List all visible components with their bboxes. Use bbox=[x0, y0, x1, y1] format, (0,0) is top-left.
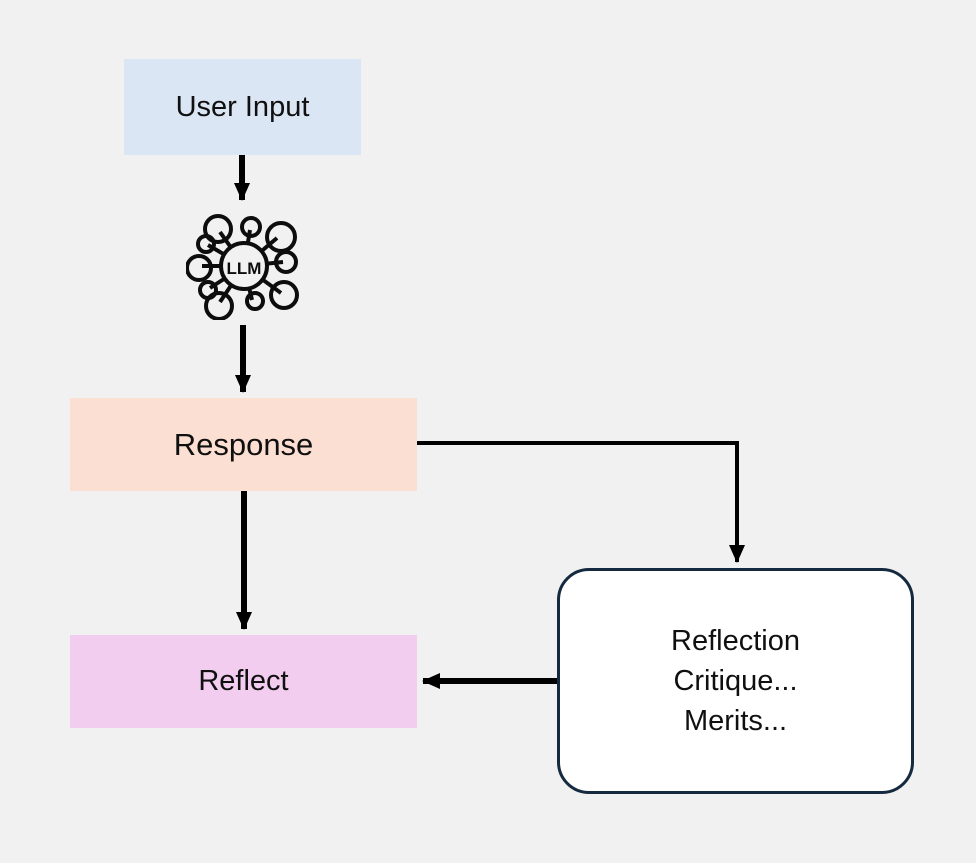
node-reflect[interactable]: Reflect bbox=[70, 635, 417, 728]
reflection-card-line-1: Reflection bbox=[671, 625, 800, 657]
node-reflection-card[interactable]: Reflection Critique... Merits... bbox=[557, 568, 914, 794]
node-response-label: Response bbox=[173, 426, 314, 462]
reflection-card-line-2: Critique... bbox=[673, 665, 798, 697]
llm-network-icon-graphic: LLM bbox=[185, 214, 299, 321]
llm-icon-label: LLM bbox=[227, 259, 262, 278]
node-reflect-label: Reflect bbox=[198, 665, 289, 697]
node-response[interactable]: Response bbox=[70, 398, 417, 491]
edge-response-to-reflection-card bbox=[417, 441, 745, 563]
node-user-input[interactable]: User Input bbox=[124, 59, 361, 155]
reflection-card-line-3: Merits... bbox=[683, 705, 788, 737]
node-user-input-label: User Input bbox=[175, 90, 310, 123]
llm-network-icon[interactable]: LLM bbox=[185, 212, 302, 321]
